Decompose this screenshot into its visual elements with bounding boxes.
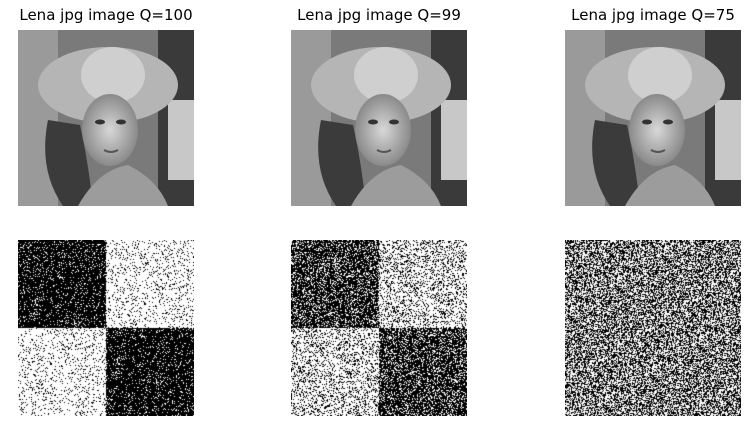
noise-pattern-q100 <box>18 240 194 416</box>
lena-photo-art <box>18 30 194 206</box>
lena-image-q99 <box>291 30 467 206</box>
noise-canvas-q75 <box>565 240 741 416</box>
panel-title-q99: Lena jpg image Q=99 <box>297 6 461 24</box>
noise-canvas-q99 <box>291 240 467 416</box>
noise-canvas-q100 <box>18 240 194 416</box>
lena-photo-art <box>291 30 467 206</box>
panel-title-q75: Lena jpg image Q=75 <box>571 6 735 24</box>
panel-title-q100: Lena jpg image Q=100 <box>19 6 193 24</box>
lena-image-q100 <box>18 30 194 206</box>
noise-pattern-q75 <box>565 240 741 416</box>
lena-image-q75 <box>565 30 741 206</box>
noise-pattern-q99 <box>291 240 467 416</box>
lena-photo-art <box>565 30 741 206</box>
